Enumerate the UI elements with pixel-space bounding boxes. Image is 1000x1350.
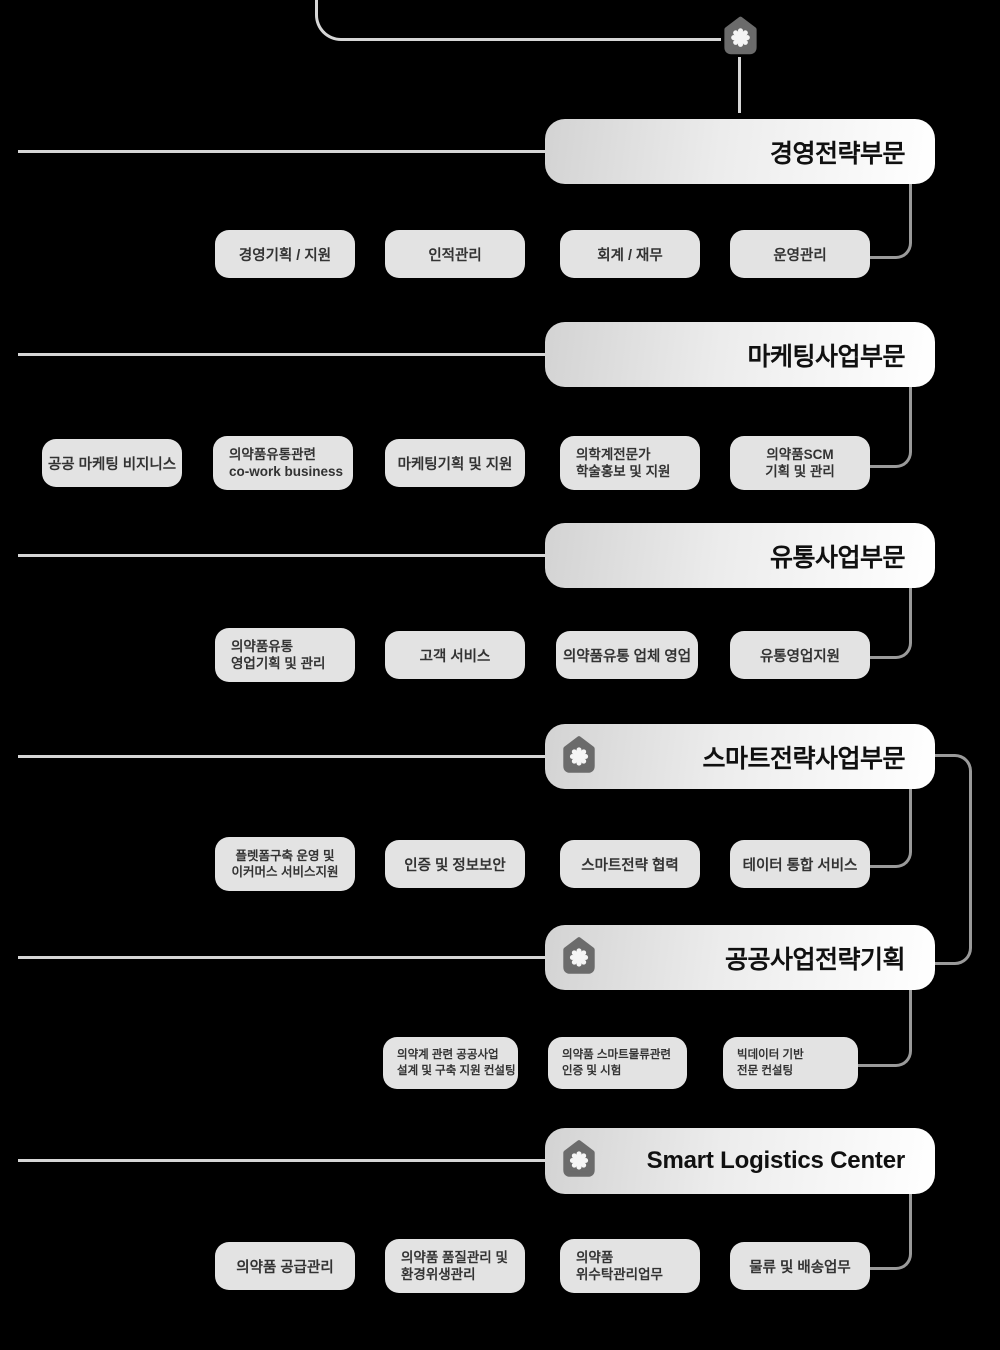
home-gear-icon — [562, 1140, 596, 1183]
rail-line-3 — [18, 554, 545, 557]
dept-box: 의약품유통 영업기획 및 관리 — [215, 628, 355, 682]
dept-box: 의약품 공급관리 — [215, 1242, 355, 1290]
division-marketing: 마케팅사업부문 — [545, 322, 935, 387]
dept-box: 운영관리 — [730, 230, 870, 278]
dept-box: 테이터 통합 서비스 — [730, 840, 870, 888]
rail-line-1 — [18, 150, 545, 153]
dept-box: 의약품유통관련 co-work business — [213, 436, 353, 490]
elbow-connector-1 — [864, 184, 912, 259]
home-gear-icon — [562, 936, 596, 979]
dept-box: 의약품SCM 기획 및 관리 — [730, 436, 870, 490]
elbow-connector-5 — [856, 990, 912, 1067]
division-management-strategy: 경영전략부문 — [545, 119, 935, 184]
rail-line-4 — [18, 755, 545, 758]
division-title: 공공사업전략기획 — [724, 945, 906, 974]
dept-box: 의약품유통 업체 영업 — [556, 631, 698, 679]
dept-box: 인적관리 — [385, 230, 525, 278]
dept-box: 의학계전문가 학술홍보 및 지원 — [560, 436, 700, 490]
dept-box: 의약품 품질관리 및 환경위생관리 — [385, 1239, 525, 1293]
division-title: 마케팅사업부문 — [747, 342, 905, 371]
home-gear-icon — [562, 735, 596, 778]
dept-box: 의약품 스마트물류관련 인증 및 시험 — [548, 1037, 687, 1089]
division-title: Smart Logistics Center — [646, 1147, 906, 1174]
company-icon — [723, 16, 758, 60]
dept-box: 마케팅기획 및 지원 — [385, 439, 525, 487]
division4-to-5-connector — [935, 754, 972, 965]
dept-box: 물류 및 배송업무 — [730, 1242, 870, 1290]
dept-box: 빅데이터 기반 전문 컨설팅 — [723, 1037, 858, 1089]
division-title: 경영전략부문 — [769, 139, 906, 168]
division-public-business: 공공사업전략기획 — [545, 925, 935, 990]
dept-box: 공공 마케팅 비지니스 — [42, 439, 182, 487]
root-connector-line — [315, 0, 721, 41]
elbow-connector-3 — [864, 588, 912, 659]
elbow-connector-2 — [864, 387, 912, 468]
dept-box: 경영기획 / 지원 — [215, 230, 355, 278]
elbow-connector-4 — [864, 789, 912, 868]
dept-box: 스마트전략 협력 — [560, 840, 700, 888]
elbow-connector-6 — [864, 1193, 912, 1270]
dept-box: 의약계 관련 공공사업 설계 및 구축 지원 컨설팅 — [383, 1037, 518, 1089]
dept-box: 의약품 위수탁관리업무 — [560, 1239, 700, 1293]
root-stem-line — [738, 57, 741, 113]
division-title: 스마트전략사업부문 — [702, 744, 905, 773]
division-title: 유통사업부문 — [769, 543, 906, 572]
dept-box: 고객 서비스 — [385, 631, 525, 679]
rail-line-6 — [18, 1159, 545, 1162]
dept-box: 유통영업지원 — [730, 631, 870, 679]
dept-box: 플렛폼구축 운영 및 이커머스 서비스지원 — [215, 837, 355, 891]
dept-box: 인증 및 정보보안 — [385, 840, 525, 888]
division-smart-logistics-center: Smart Logistics Center — [545, 1128, 935, 1194]
dept-box: 회계 / 재무 — [560, 230, 700, 278]
division-smart-strategy: 스마트전략사업부문 — [545, 724, 935, 789]
rail-line-2 — [18, 353, 545, 356]
division-distribution: 유통사업부문 — [545, 523, 935, 588]
rail-line-5 — [18, 956, 545, 959]
